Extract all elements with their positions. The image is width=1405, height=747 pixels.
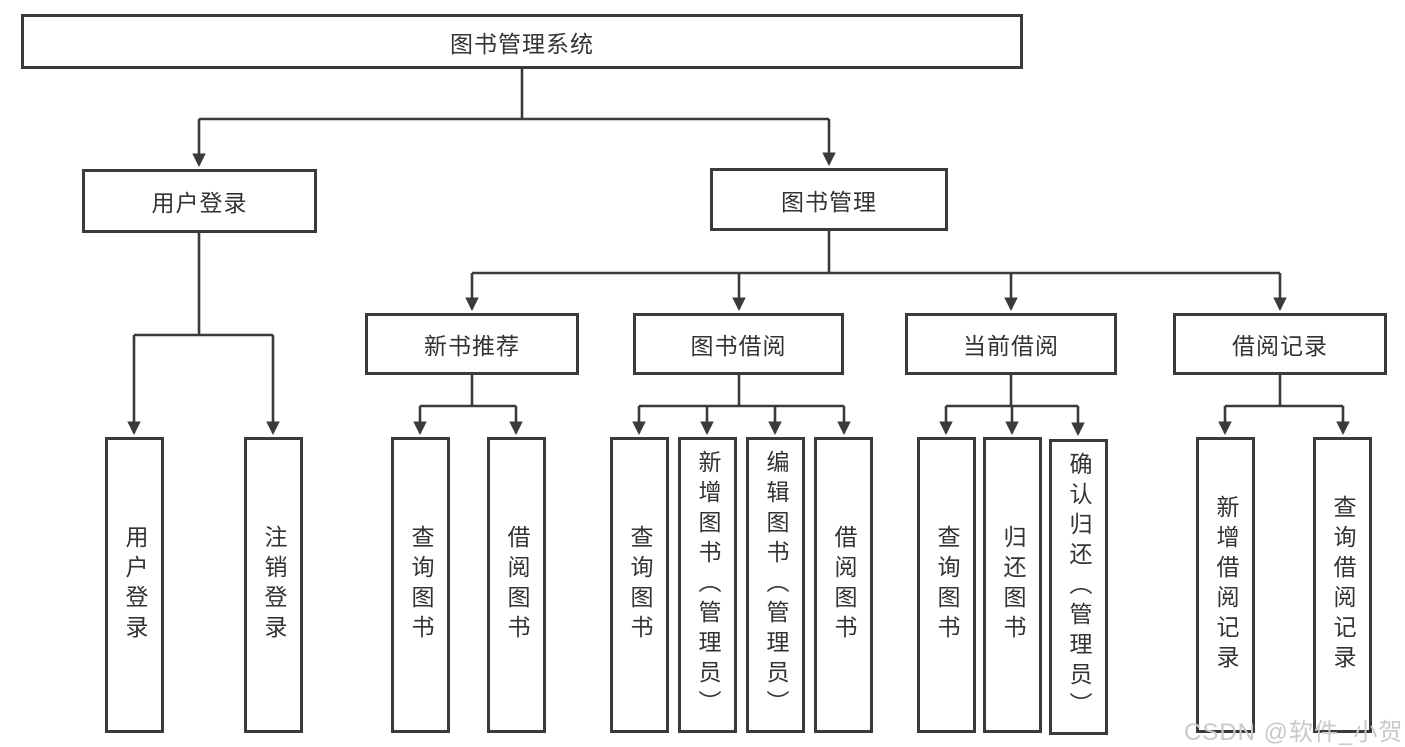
node-label: 借阅图书 [831, 525, 857, 645]
node-leaf-user-login: 用户登录 [105, 437, 164, 733]
node-label: 图书管理系统 [450, 30, 594, 57]
node-label: 查询图书 [934, 525, 960, 645]
node-book-management: 图书管理 [710, 168, 948, 231]
node-label: 用户登录 [122, 525, 148, 645]
node-leaf-logout: 注销登录 [244, 437, 303, 733]
node-root-library-system: 图书管理系统 [21, 14, 1023, 69]
node-label: 当前借阅 [963, 333, 1059, 359]
node-leaf-borrow-books-1: 借阅图书 [487, 437, 546, 733]
node-label: 新增借阅记录 [1213, 495, 1239, 675]
node-leaf-edit-book-admin: 编辑图书（管理员） [746, 437, 805, 733]
node-label: 新增图书（管理员） [695, 450, 721, 720]
node-label: 借阅记录 [1232, 333, 1328, 359]
node-label: 注销登录 [261, 525, 287, 645]
node-label: 归还图书 [1000, 525, 1026, 645]
node-user-login: 用户登录 [82, 169, 317, 233]
node-book-borrowing: 图书借阅 [633, 313, 844, 375]
node-leaf-return-book: 归还图书 [983, 437, 1042, 733]
node-label: 确认归还（管理员） [1066, 452, 1092, 722]
node-leaf-confirm-return-admin: 确认归还（管理员） [1049, 439, 1108, 735]
node-label: 查询图书 [408, 525, 434, 645]
node-leaf-add-book-admin: 新增图书（管理员） [678, 437, 737, 733]
node-label: 用户登录 [151, 190, 248, 216]
node-leaf-add-borrow-record: 新增借阅记录 [1196, 437, 1255, 733]
node-label: 查询借阅记录 [1330, 495, 1356, 675]
node-label: 借阅图书 [504, 525, 530, 645]
node-new-book-recommend: 新书推荐 [365, 313, 579, 375]
node-leaf-borrow-books-2: 借阅图书 [814, 437, 873, 733]
node-current-borrowing: 当前借阅 [905, 313, 1117, 375]
node-borrow-records: 借阅记录 [1173, 313, 1387, 375]
node-leaf-query-books-1: 查询图书 [391, 437, 450, 733]
node-label: 编辑图书（管理员） [763, 450, 789, 720]
node-label: 图书借阅 [690, 333, 787, 359]
csdn-watermark: CSDN @软件_小贺同学 [1184, 719, 1405, 746]
node-label: 查询图书 [627, 525, 653, 645]
node-leaf-query-borrow-record: 查询借阅记录 [1313, 437, 1372, 733]
node-leaf-query-books-3: 查询图书 [917, 437, 976, 733]
node-label: 图书管理 [781, 188, 877, 215]
node-leaf-query-books-2: 查询图书 [610, 437, 669, 733]
node-label: 新书推荐 [424, 333, 520, 359]
